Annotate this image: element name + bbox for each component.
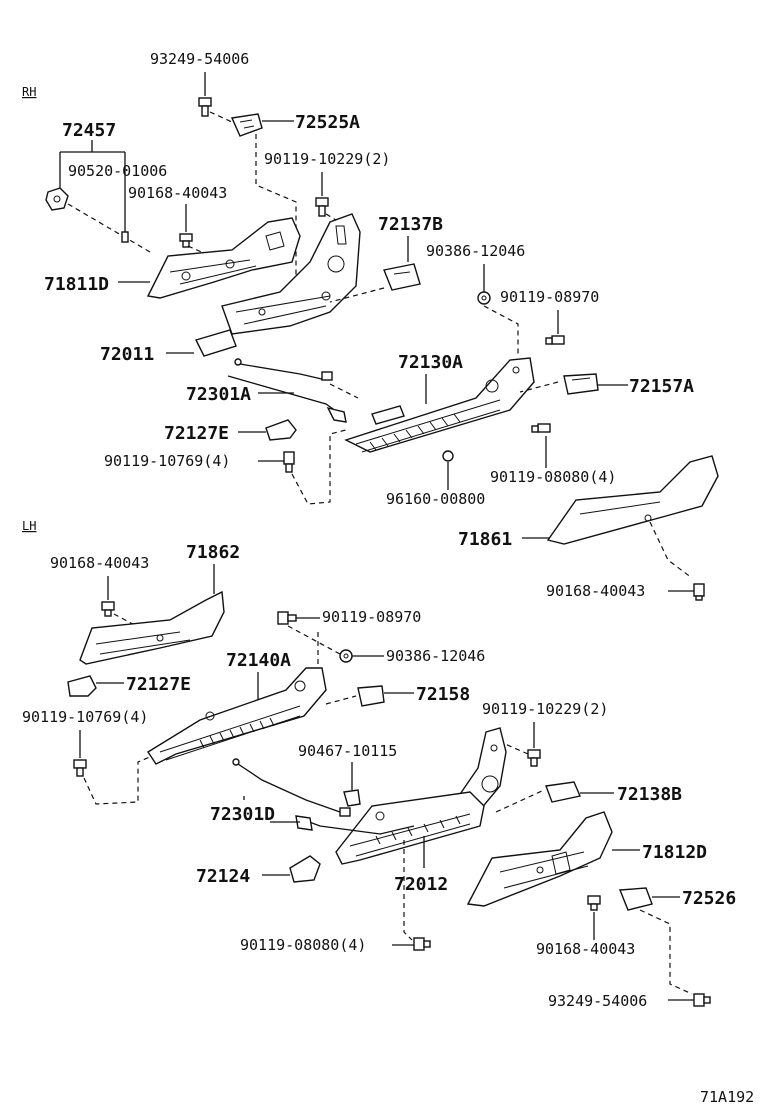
label-90386-12046-lh: 90386-12046	[386, 647, 485, 665]
clip-icon	[442, 450, 454, 462]
bolt-icon	[315, 197, 329, 217]
label-71862: 71862	[186, 542, 240, 563]
label-90168-40043-lh-right: 90168-40043	[536, 940, 635, 958]
label-72138b: 72138B	[617, 784, 682, 805]
figure-code: 71A192	[700, 1088, 754, 1106]
label-90119-08080-4-lh: 90119-08080(4)	[240, 936, 366, 954]
label-90168-40043-top: 90168-40043	[128, 184, 227, 202]
section-lh-label: LH	[22, 519, 36, 533]
nut-icon	[477, 291, 491, 305]
label-72457: 72457	[62, 120, 116, 141]
label-71811d: 71811D	[44, 274, 109, 295]
cover-72158-icon	[357, 685, 385, 707]
label-90119-10229-2-top: 90119-10229(2)	[264, 150, 390, 168]
cover-72138b-icon	[545, 781, 581, 803]
label-90168-40043-lh-left: 90168-40043	[50, 554, 149, 572]
bolt-icon	[531, 423, 551, 433]
section-rh-label: RH	[22, 85, 36, 99]
clip-icon	[121, 231, 129, 243]
label-72301d: 72301D	[210, 804, 275, 825]
cover-72157a-icon	[563, 373, 599, 395]
label-72140a: 72140A	[226, 650, 291, 671]
bolt-icon	[283, 451, 295, 473]
bolt-icon	[413, 937, 431, 951]
label-72127e-lh: 72127E	[126, 674, 191, 695]
seat-track-72012-icon	[335, 791, 485, 865]
label-90520-01006: 90520-01006	[68, 162, 167, 180]
label-72301a: 72301A	[186, 384, 251, 405]
label-90119-10769-4-top: 90119-10769(4)	[104, 452, 230, 470]
knob-72127e-icon	[67, 675, 97, 697]
seat-track-72130a-icon	[344, 357, 535, 453]
bolt-icon	[545, 335, 565, 345]
label-72137b: 72137B	[378, 214, 443, 235]
nut-icon	[45, 187, 69, 211]
cover-72137b-icon	[383, 263, 421, 291]
label-90467-10115: 90467-10115	[298, 742, 397, 760]
label-72158: 72158	[416, 684, 470, 705]
clip-icon	[343, 789, 361, 807]
bolt-icon	[198, 97, 212, 117]
nut-icon	[339, 649, 353, 663]
shield-71811d-icon	[146, 217, 301, 299]
label-72157a: 72157A	[629, 376, 694, 397]
knob-72127e-icon	[265, 419, 297, 441]
screw-icon	[693, 583, 705, 601]
label-90386-12046-top: 90386-12046	[426, 242, 525, 260]
knob-72124-icon	[289, 855, 321, 883]
seat-track-72140a-icon	[147, 667, 327, 765]
label-72526: 72526	[682, 888, 736, 909]
label-90119-08080-4-top: 90119-08080(4)	[490, 468, 616, 486]
bolt-icon	[693, 993, 711, 1007]
screw-icon	[587, 895, 601, 911]
bolt-icon	[527, 749, 541, 767]
shield-71862-icon	[79, 590, 225, 665]
label-90119-08970-top: 90119-08970	[500, 288, 599, 306]
recliner-frame-rh-icon	[194, 213, 361, 357]
cover-72526-icon	[618, 887, 653, 911]
bolt-icon	[277, 611, 297, 625]
label-71812d: 71812D	[642, 842, 707, 863]
label-72130a: 72130A	[398, 352, 463, 373]
label-72525a: 72525A	[295, 112, 360, 133]
label-96160-00800: 96160-00800	[386, 490, 485, 508]
label-93249-54006-top: 93249-54006	[150, 50, 249, 68]
bolt-icon	[73, 759, 87, 777]
label-72124: 72124	[196, 866, 250, 887]
cable-72301d-icon	[232, 758, 415, 835]
label-93249-54006-bottom: 93249-54006	[548, 992, 647, 1010]
shield-71861-icon	[546, 455, 719, 545]
cover-72525a-icon	[230, 113, 263, 137]
screw-icon	[179, 233, 193, 248]
label-90119-10769-4-lh: 90119-10769(4)	[22, 708, 148, 726]
label-71861: 71861	[458, 529, 512, 550]
cable-72301a-icon	[227, 358, 347, 423]
shield-71812d-icon	[466, 811, 613, 907]
label-90119-08970-lh: 90119-08970	[322, 608, 421, 626]
label-72127e-top: 72127E	[164, 423, 229, 444]
label-90168-40043-rh-right: 90168-40043	[546, 582, 645, 600]
screw-icon	[101, 601, 115, 617]
label-72011: 72011	[100, 344, 154, 365]
label-90119-10229-2-lh: 90119-10229(2)	[482, 700, 608, 718]
label-72012: 72012	[394, 874, 448, 895]
